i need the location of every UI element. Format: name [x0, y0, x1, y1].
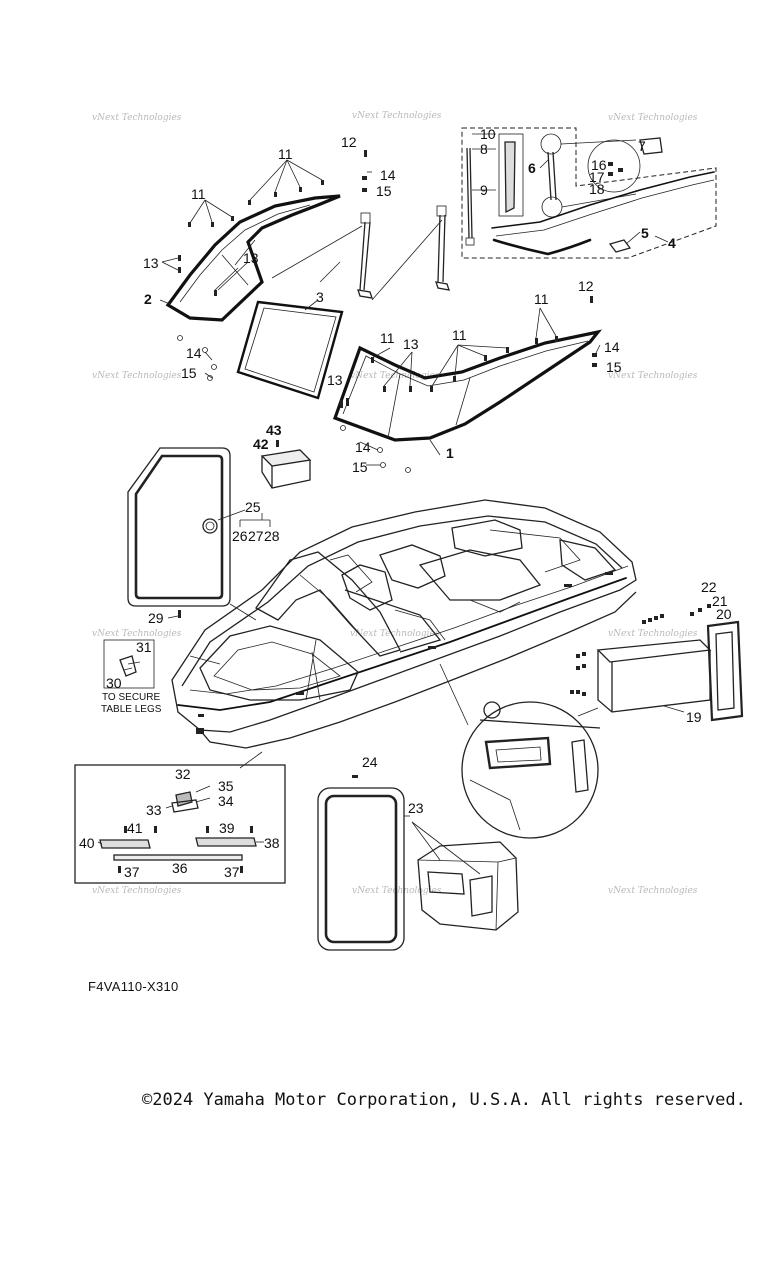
callout-11: 11 — [191, 186, 206, 202]
callout-35: 35 — [218, 778, 234, 794]
label-leaders — [159, 133, 549, 456]
callout-3: 3 — [316, 289, 324, 305]
callout-13: 13 — [143, 255, 159, 271]
callout-11: 11 — [380, 330, 395, 346]
detail-magnifier — [461, 701, 601, 839]
parts-diagram: vNext Technologies vNext Technologies vN… — [74, 111, 744, 951]
cup-holder — [260, 440, 312, 489]
callout-11: 11 — [534, 291, 549, 307]
watermark: vNext Technologies — [352, 111, 442, 121]
watermark: vNext Technologies — [92, 629, 182, 639]
watermark: vNext Technologies — [608, 629, 698, 639]
callout-43: 43 — [266, 422, 282, 438]
callout-24: 24 — [362, 754, 378, 770]
center-glass — [236, 299, 344, 400]
callout-4: 4 — [668, 235, 676, 251]
callout-15: 15 — [352, 459, 368, 475]
callout-7: 7 — [638, 138, 646, 154]
callout-14: 14 — [355, 439, 371, 455]
watermark: vNext Technologies — [608, 113, 698, 123]
callout-13: 13 — [327, 372, 343, 388]
callout-38: 38 — [264, 835, 280, 851]
callout-32: 32 — [175, 766, 191, 782]
copyright-notice: ©2024 Yamaha Motor Corporation, U.S.A. A… — [142, 1090, 746, 1110]
callout-30: 30 — [106, 675, 122, 691]
callout-2: 2 — [144, 291, 152, 307]
callout-12: 12 — [341, 134, 357, 150]
diagram-code: F4VA110-X310 — [88, 979, 179, 994]
watermark: vNext Technologies — [350, 371, 440, 381]
callout-6: 6 — [528, 160, 536, 176]
watermark: vNext Technologies — [92, 113, 182, 123]
callout-27: 27 — [248, 528, 264, 544]
callout-11: 11 — [452, 327, 467, 343]
callout-42: 42 — [253, 436, 269, 452]
callout-39: 39 — [219, 820, 235, 836]
callout-28: 28 — [264, 528, 280, 544]
callout-25: 25 — [245, 499, 261, 515]
callout-15: 15 — [181, 365, 197, 381]
callout-19: 19 — [686, 709, 702, 725]
callout-13: 13 — [403, 336, 419, 352]
watermark: vNext Technologies — [608, 371, 698, 381]
trim-detail-box — [461, 127, 717, 259]
callout-17: 17 — [589, 169, 605, 185]
callout-13: 13 — [243, 250, 259, 266]
callout-18: 18 — [589, 181, 605, 197]
callout-26: 26 — [232, 528, 248, 544]
fasteners-left-windshield — [161, 159, 324, 381]
watermark: vNext Technologies — [92, 371, 182, 381]
watermark: vNext Technologies — [92, 886, 182, 896]
callout-34: 34 — [218, 793, 234, 809]
callout-33: 33 — [146, 802, 162, 818]
windshield-struts — [271, 205, 450, 301]
table-detail-box — [74, 764, 286, 884]
callout-16: 16 — [591, 157, 607, 173]
callout-20: 20 — [716, 606, 732, 622]
glove-box-fasteners — [570, 614, 664, 696]
hatch-lid — [317, 775, 410, 951]
table-legs-note-line2: TABLE LEGS — [101, 704, 162, 715]
callout-36: 36 — [172, 860, 188, 876]
callout-5: 5 — [641, 225, 649, 241]
callout-15: 15 — [606, 359, 622, 375]
hatch-door — [127, 447, 271, 619]
boat-hull — [171, 499, 637, 749]
watermark: vNext Technologies — [608, 886, 698, 896]
callout-21: 21 — [712, 593, 728, 609]
callout-40: 40 — [79, 835, 95, 851]
callout-1: 1 — [446, 445, 454, 461]
callout-labels: 1 2 3 4 5 6 7 8 9 10 11 11 11 11 11 12 1… — [79, 126, 732, 880]
fasteners-right-windshield — [340, 150, 601, 473]
storage-bin — [411, 821, 519, 931]
callout-22: 22 — [701, 579, 717, 595]
glove-box — [570, 604, 744, 722]
callout-31: 31 — [136, 639, 152, 655]
callout-29: 29 — [148, 610, 164, 626]
callout-37: 37 — [224, 864, 240, 880]
callout-41: 41 — [127, 820, 143, 836]
callout-14: 14 — [604, 339, 620, 355]
table-legs-note-line1: TO SECURE — [102, 692, 160, 703]
callout-15: 15 — [376, 183, 392, 199]
windshield-left — [165, 194, 341, 322]
callout-37: 37 — [124, 864, 140, 880]
callout-14: 14 — [380, 167, 396, 183]
table-legs-inset: TO SECURE TABLE LEGS — [101, 639, 162, 715]
callout-23: 23 — [408, 800, 424, 816]
callout-14: 14 — [186, 345, 202, 361]
watermark: vNext Technologies — [350, 629, 440, 639]
callout-12: 12 — [578, 278, 594, 294]
callout-11: 11 — [278, 146, 293, 162]
